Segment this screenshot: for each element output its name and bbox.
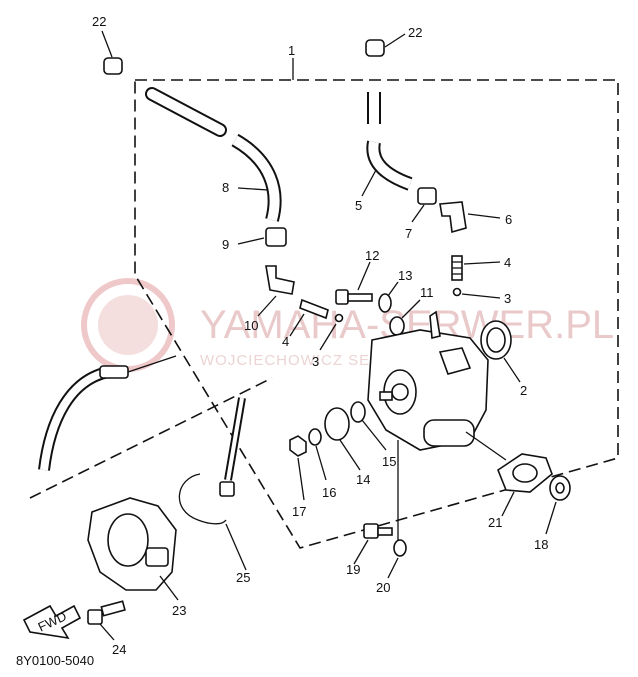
- washer-16: [308, 428, 327, 481]
- drawing-code: 8Y0100-5040: [16, 653, 94, 668]
- callout-11: 11: [420, 285, 434, 300]
- cap-22-left: [101, 30, 123, 75]
- callout-17: 17: [292, 504, 306, 519]
- callout-19: 19: [346, 562, 360, 577]
- spring-4-left: [289, 298, 329, 337]
- elbow-6: [439, 201, 501, 234]
- pump-body: [367, 310, 489, 451]
- tacho-cable-25: [178, 397, 247, 571]
- callout-12: 12: [365, 248, 379, 263]
- oil-seal-2: [480, 320, 521, 383]
- callout-9: 9: [222, 237, 229, 252]
- callout-18: 18: [534, 537, 548, 552]
- callout-4-right: 4: [504, 255, 511, 270]
- callout-21: 21: [488, 515, 502, 530]
- callout-22-right: 22: [408, 25, 422, 40]
- callout-1: 1: [288, 43, 295, 58]
- callout-5: 5: [355, 198, 362, 213]
- screw-12: [335, 261, 373, 305]
- callout-14: 14: [356, 472, 370, 487]
- callout-6: 6: [505, 212, 512, 227]
- hose-5: [361, 92, 413, 197]
- housing-23: [87, 497, 179, 601]
- fwd-arrow-icon: FWD: [22, 604, 82, 640]
- washer-15: [350, 401, 387, 451]
- washer-13: [378, 281, 399, 313]
- gear-14: [324, 407, 361, 471]
- callout-16: 16: [322, 485, 336, 500]
- bolt-24: [87, 600, 126, 641]
- gasket-21: [465, 431, 553, 517]
- callout-4-left: 4: [282, 334, 289, 349]
- callout-2: 2: [520, 383, 527, 398]
- elbow-10: [257, 265, 295, 317]
- watermark-logo-fill: [98, 295, 158, 355]
- bolt-19: [353, 523, 393, 565]
- callout-23: 23: [172, 603, 186, 618]
- watermark: YAMAHA-SERWER.PL WOJCIECHOWICZ SERWIS YA…: [81, 278, 614, 372]
- callout-24: 24: [112, 642, 126, 657]
- assembly-boundary: [134, 79, 619, 549]
- callout-3-right: 3: [504, 291, 511, 306]
- cap-22-right: [365, 33, 406, 57]
- ball-3-right: [452, 287, 501, 299]
- fitting-7: [411, 187, 437, 223]
- section-divider: [29, 377, 273, 499]
- cable: [38, 355, 177, 471]
- fitting-9: [237, 227, 287, 247]
- hose-8: [145, 87, 282, 222]
- callout-22-left: 22: [92, 14, 106, 29]
- callout-8: 8: [222, 180, 229, 195]
- callout-20: 20: [376, 580, 390, 595]
- callout-13: 13: [398, 268, 412, 283]
- callout-10: 10: [244, 318, 258, 333]
- washer-20: [387, 539, 407, 579]
- callout-15: 15: [382, 454, 396, 469]
- callout-7: 7: [405, 226, 412, 241]
- callout-25: 25: [236, 570, 250, 585]
- spring-4-right: [451, 255, 501, 281]
- ball-3-left: [319, 313, 344, 351]
- nut-17: [289, 435, 307, 501]
- washer-18: [545, 475, 571, 535]
- callout-3-left: 3: [312, 354, 319, 369]
